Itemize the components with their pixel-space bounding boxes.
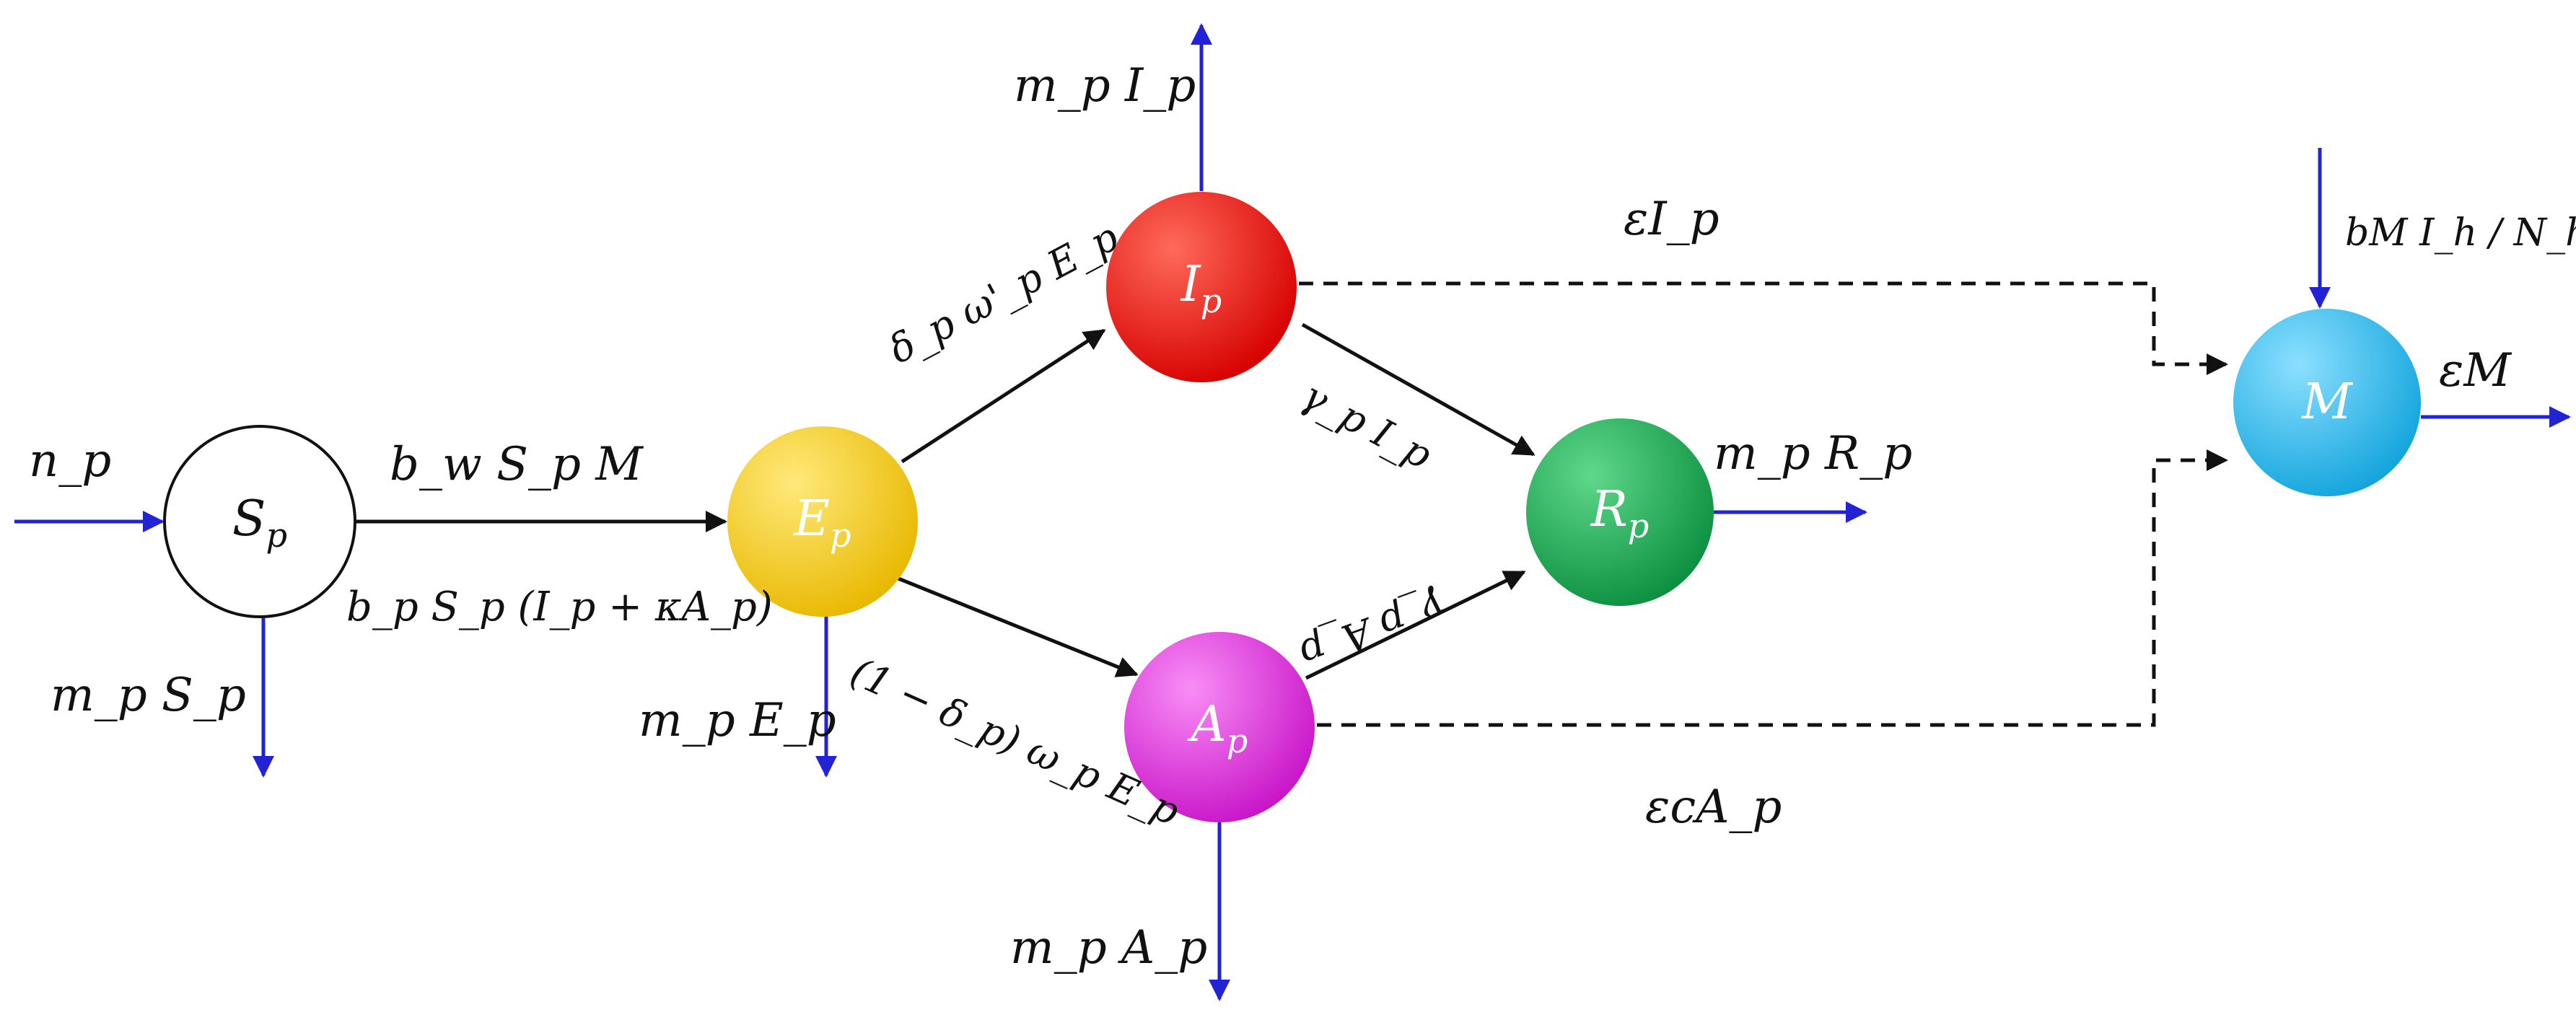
- svg-text:Ip: Ip: [1180, 256, 1222, 320]
- node-e-p-main: E: [792, 491, 830, 548]
- label-n-p: n_p: [29, 434, 111, 488]
- label-delta-omega-e: δ_p ω'_p E_p: [882, 214, 1126, 373]
- label-epsilon-i-p: εI_p: [1624, 193, 1719, 246]
- transition-arrow-a-to-r: [1305, 570, 1526, 680]
- transition-arrow-e-to-a: [898, 576, 1139, 677]
- svg-text:Rp: Rp: [1590, 481, 1650, 545]
- node-m-main: M: [2300, 374, 2354, 431]
- node-e-p-sub: p: [830, 516, 851, 555]
- svg-text:Ep: Ep: [792, 491, 851, 555]
- label-m-p-a-p: m_p A_p: [1010, 921, 1207, 975]
- label-m-p-i-p: m_p I_p: [1014, 59, 1196, 113]
- node-s-p-sub: p: [266, 516, 287, 555]
- node-a-p-main: A: [1187, 696, 1227, 753]
- node-i-p: Ip: [1106, 192, 1297, 382]
- svg-text:Sp: Sp: [232, 491, 287, 555]
- label-b-p-s-p-infection: b_p S_p (I_p + κA_p): [346, 584, 773, 630]
- label-m-p-e-p: m_p E_p: [639, 694, 836, 747]
- label-epsilon-c-a-p: εcA_p: [1645, 781, 1782, 834]
- node-s-p: Sp: [163, 425, 356, 618]
- label-gamma-a: γ_p A_p: [1294, 582, 1453, 677]
- node-i-p-sub: p: [1201, 281, 1222, 320]
- node-m: M: [2233, 309, 2421, 496]
- dashed-arrow-i-to-m: [1299, 281, 2228, 375]
- node-a-p: Ap: [1124, 632, 1315, 822]
- node-r-p-main: R: [1590, 481, 1628, 538]
- node-i-p-main: I: [1180, 256, 1201, 313]
- node-a-p-sub: p: [1227, 721, 1248, 760]
- transition-arrow-i-to-r: [1301, 322, 1535, 457]
- node-r-p: Rp: [1526, 418, 1714, 606]
- label-b-w-s-p-m: b_w S_p M: [390, 438, 644, 491]
- label-b-m-i-h-n-h: bM I_h / N_h: [2345, 211, 2576, 255]
- node-r-p-sub: p: [1628, 506, 1650, 545]
- label-epsilon-m: εM: [2439, 344, 2512, 397]
- label-m-p-r-p: m_p R_p: [1714, 427, 1912, 480]
- label-m-p-s-p: m_p S_p: [51, 669, 246, 722]
- node-s-p-main: S: [232, 491, 266, 548]
- svg-text:Ap: Ap: [1187, 696, 1248, 760]
- dashed-arrow-a-to-m: [1317, 449, 2228, 727]
- node-e-p: Ep: [727, 426, 918, 617]
- transition-arrow-e-to-i: [901, 328, 1106, 464]
